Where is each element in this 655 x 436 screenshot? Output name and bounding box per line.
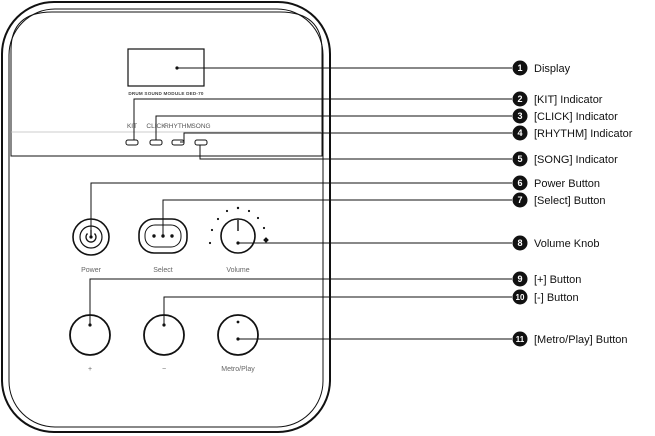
- indicator-label-rhythm: RHYTHM: [164, 123, 192, 130]
- callout-label: Display: [534, 63, 571, 75]
- callout-number: 6: [517, 178, 522, 188]
- callout-11: 11 [Metro/Play] Button: [512, 331, 628, 347]
- indicator-label-kit: KIT: [127, 123, 137, 130]
- callout-5: 5 [SONG] Indicator: [512, 151, 618, 167]
- kit-indicator: [125, 139, 139, 146]
- model-label: DRUM SOUND MODULE DED-70: [128, 91, 203, 96]
- leader-lines: [88, 66, 512, 341]
- callout-label: [+] Button: [534, 274, 581, 286]
- callout-label: [RHYTHM] Indicator: [534, 128, 633, 140]
- callout-9: 9 [+] Button: [512, 271, 581, 287]
- callout-number: 7: [517, 195, 522, 205]
- callout-badge: [512, 175, 528, 191]
- callout-label: [Metro/Play] Button: [534, 334, 628, 346]
- inner-shell: [8, 8, 324, 428]
- click-indicator: [149, 139, 163, 146]
- song-indicator: [194, 139, 208, 146]
- callout-label: [SONG] Indicator: [534, 154, 618, 166]
- metro-play-button[interactable]: [217, 314, 259, 356]
- callout-2: 2 [KIT] Indicator: [512, 91, 603, 107]
- power-label: Power: [81, 267, 102, 274]
- callout-8: 8 Volume Knob: [512, 235, 599, 251]
- callout-4: 4 [RHYTHM] Indicator: [512, 125, 633, 141]
- callout-label: Volume Knob: [534, 238, 599, 250]
- callout-label: Power Button: [534, 178, 600, 190]
- callout-number: 3: [517, 111, 522, 121]
- top-panel: [10, 11, 323, 157]
- callout-6: 6 Power Button: [512, 175, 600, 191]
- callout-badge: [512, 192, 528, 208]
- volume-knob[interactable]: [220, 218, 256, 254]
- callout-label: [Select] Button: [534, 195, 606, 207]
- volume-label: Volume: [226, 267, 249, 274]
- metro-play-label: Metro/Play: [221, 366, 255, 373]
- indicator-label-song: SONG: [191, 123, 210, 130]
- callout-number: 11: [516, 335, 525, 344]
- callout-label: [-] Button: [534, 292, 579, 304]
- callout-number: 5: [517, 154, 522, 164]
- callout-badge: [512, 125, 528, 141]
- callout-badge: [512, 108, 528, 124]
- volume-scale-dots: [208, 206, 269, 245]
- select-label: Select: [153, 267, 173, 274]
- callout-10: 10 [-] Button: [512, 289, 579, 305]
- callout-badge: [512, 60, 528, 76]
- callout-badge: [512, 271, 528, 287]
- callout-number: 10: [516, 293, 525, 302]
- callout-badge: [512, 289, 528, 305]
- callout-3: 3 [CLICK] Indicator: [512, 108, 618, 124]
- callout-number: 8: [517, 238, 522, 248]
- plus-label: +: [88, 366, 92, 373]
- callout-1: 1 Display: [512, 60, 571, 76]
- callout-badge: [512, 91, 528, 107]
- callout-badge: [512, 235, 528, 251]
- callout-number: 9: [517, 274, 522, 284]
- minus-label: −: [162, 366, 166, 373]
- callout-badge: [512, 331, 528, 347]
- callout-7: 7 [Select] Button: [512, 192, 606, 208]
- callout-label: [KIT] Indicator: [534, 94, 603, 106]
- callout-badge: [512, 151, 528, 167]
- callout-label: [CLICK] Indicator: [534, 111, 618, 123]
- callout-number: 4: [517, 128, 522, 138]
- callout-number: 1: [517, 63, 522, 73]
- callout-number: 2: [517, 94, 522, 104]
